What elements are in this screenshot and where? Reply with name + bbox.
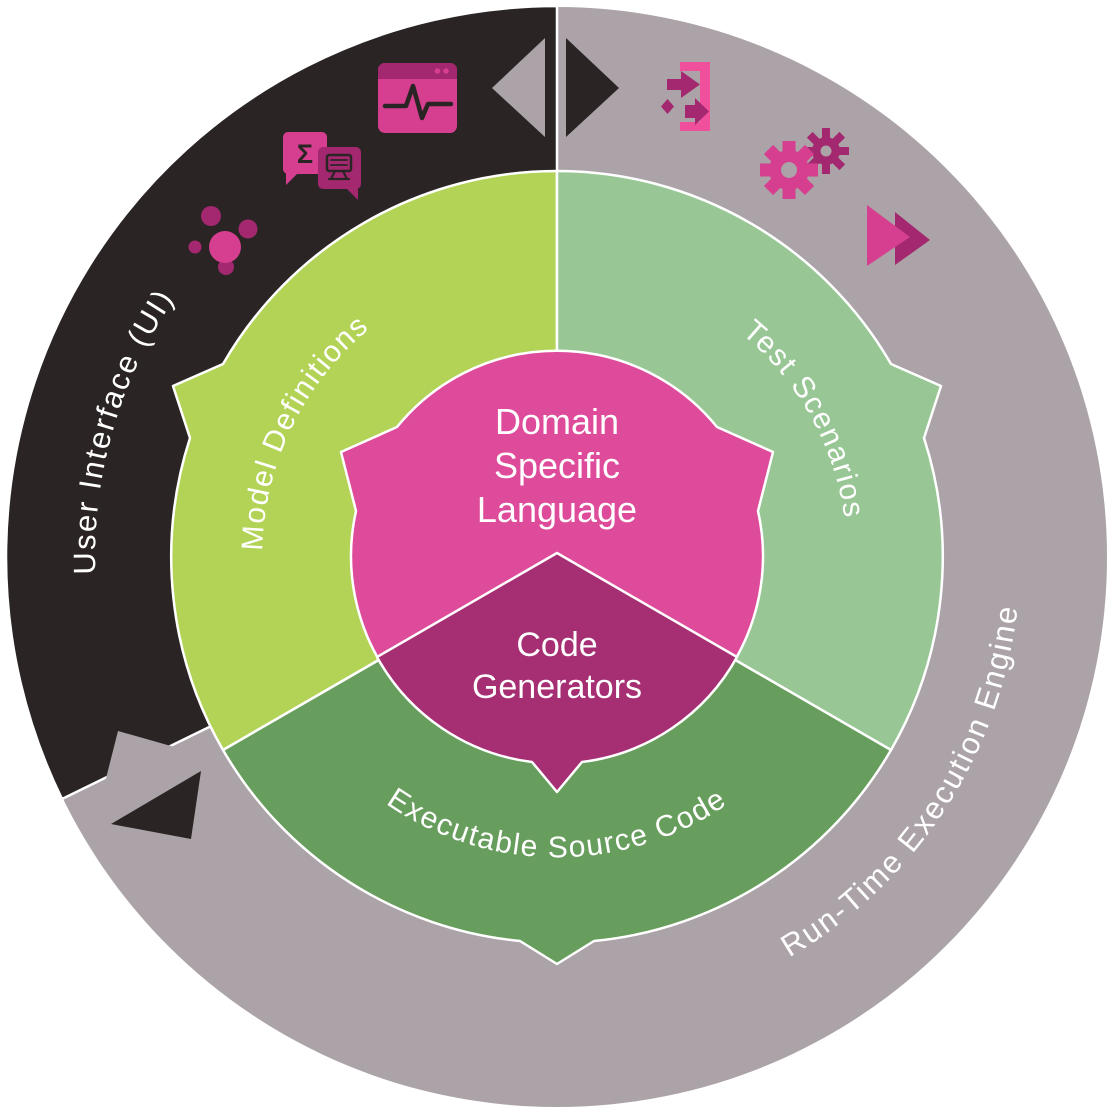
chat-bubbles-icon: Σ bbox=[283, 132, 361, 200]
svg-text:Generators: Generators bbox=[472, 668, 642, 706]
import-bracket-icon bbox=[661, 62, 710, 131]
flow-arrow-right-icon bbox=[566, 38, 619, 137]
gear-large bbox=[760, 141, 818, 199]
svg-text:Domain: Domain bbox=[495, 401, 619, 442]
molecule-icon bbox=[188, 206, 258, 275]
flow-arrow-left-icon bbox=[492, 38, 545, 137]
flow-arrows-bottom-left bbox=[99, 731, 201, 839]
sigma-glyph: Σ bbox=[297, 139, 313, 169]
flow-arrows-top bbox=[492, 38, 619, 137]
flow-arrow-black-icon bbox=[111, 771, 201, 839]
svg-text:Language: Language bbox=[477, 489, 637, 530]
app-window-pulse-icon bbox=[378, 63, 457, 133]
svg-text:Code: Code bbox=[516, 626, 597, 664]
center-code-generators-shape bbox=[375, 551, 739, 794]
flow-arrow-gray-icon bbox=[99, 731, 192, 806]
terminal-glyph bbox=[325, 153, 353, 181]
svg-text:Specific: Specific bbox=[494, 445, 620, 486]
label-code-generators: Code Generators bbox=[472, 626, 642, 706]
fast-forward-icon bbox=[867, 205, 930, 266]
label-domain-specific-language: Domain Specific Language bbox=[477, 401, 637, 530]
